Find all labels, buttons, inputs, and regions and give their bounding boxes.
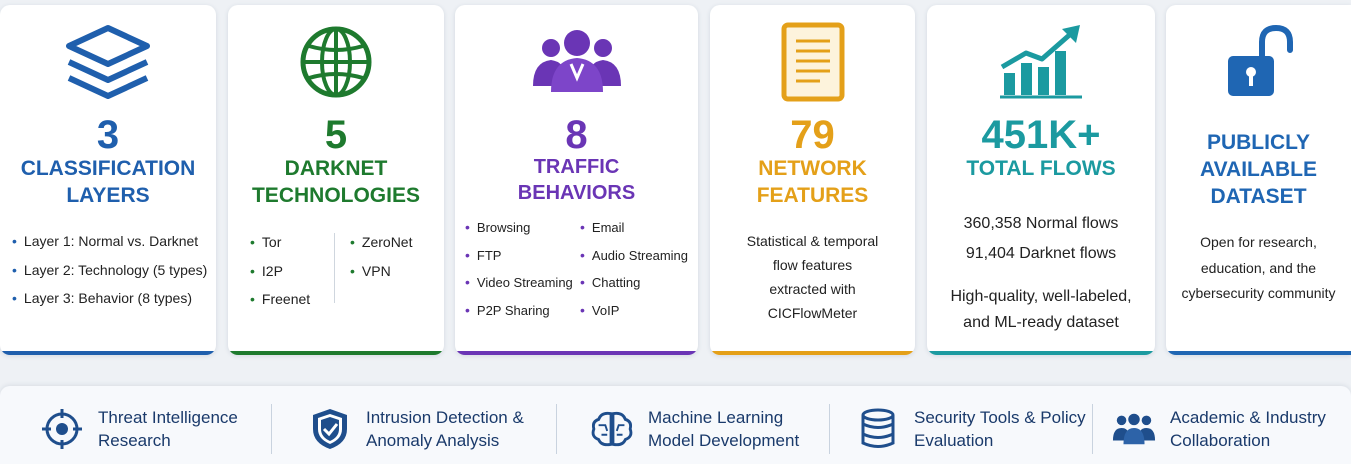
- list-item: Video Streaming: [465, 269, 573, 297]
- technology-list-left: Tor I2P Freenet: [250, 228, 310, 314]
- feature-count: 79: [790, 113, 835, 157]
- list-item: Freenet: [250, 285, 310, 314]
- divider: [556, 404, 557, 454]
- use-case-intrusion-detection: Intrusion Detection &Anomaly Analysis: [308, 404, 524, 454]
- document-icon: [710, 19, 915, 105]
- target-icon: [40, 407, 84, 451]
- growth-chart-icon: [927, 19, 1155, 105]
- list-item: Layer 1: Normal vs. Darknet: [12, 227, 207, 256]
- use-case-label: Intrusion Detection &Anomaly Analysis: [366, 408, 524, 450]
- list-item: Layer 3: Behavior (8 types): [12, 284, 207, 313]
- database-icon: [856, 407, 900, 451]
- shield-check-icon: [308, 407, 352, 451]
- technology-list-right: ZeroNet VPN: [350, 228, 413, 286]
- list-item: P2P Sharing: [465, 297, 573, 325]
- list-item: Email: [580, 214, 688, 242]
- list-item: Tor: [250, 228, 310, 257]
- brain-icon: [590, 407, 634, 451]
- technology-count: 5: [324, 113, 348, 157]
- unlock-icon: [1166, 19, 1351, 105]
- list-item: Audio Streaming: [580, 242, 688, 270]
- behavior-list-left: Browsing FTP Video Streaming P2P Sharing: [465, 214, 573, 325]
- list-item: ZeroNet: [350, 228, 413, 257]
- flow-quality-note: High-quality, well-labeled,and ML-ready …: [950, 288, 1132, 331]
- classification-count: 3: [96, 113, 120, 157]
- list-item: I2P: [250, 257, 310, 286]
- divider: [1092, 404, 1093, 454]
- behavior-count: 8: [565, 113, 588, 157]
- list-item: Chatting: [580, 269, 688, 297]
- team-icon: [1112, 407, 1156, 451]
- divider: [271, 404, 272, 454]
- flow-caption: TOTAL FLOWS: [966, 157, 1116, 180]
- globe-icon: [228, 19, 444, 105]
- list-item: Layer 2: Technology (5 types): [12, 256, 207, 285]
- flow-count: 451K+: [981, 113, 1101, 157]
- list-divider: [334, 233, 335, 303]
- users-icon: [455, 19, 698, 105]
- list-item: FTP: [465, 242, 573, 270]
- layer-list: Layer 1: Normal vs. Darknet Layer 2: Tec…: [12, 227, 207, 313]
- divider: [829, 404, 830, 454]
- list-item: Browsing: [465, 214, 573, 242]
- list-item: VoIP: [580, 297, 688, 325]
- list-item: VPN: [350, 257, 412, 286]
- behavior-list-right: Email Audio Streaming Chatting VoIP: [580, 214, 688, 325]
- layers-icon: [0, 19, 216, 105]
